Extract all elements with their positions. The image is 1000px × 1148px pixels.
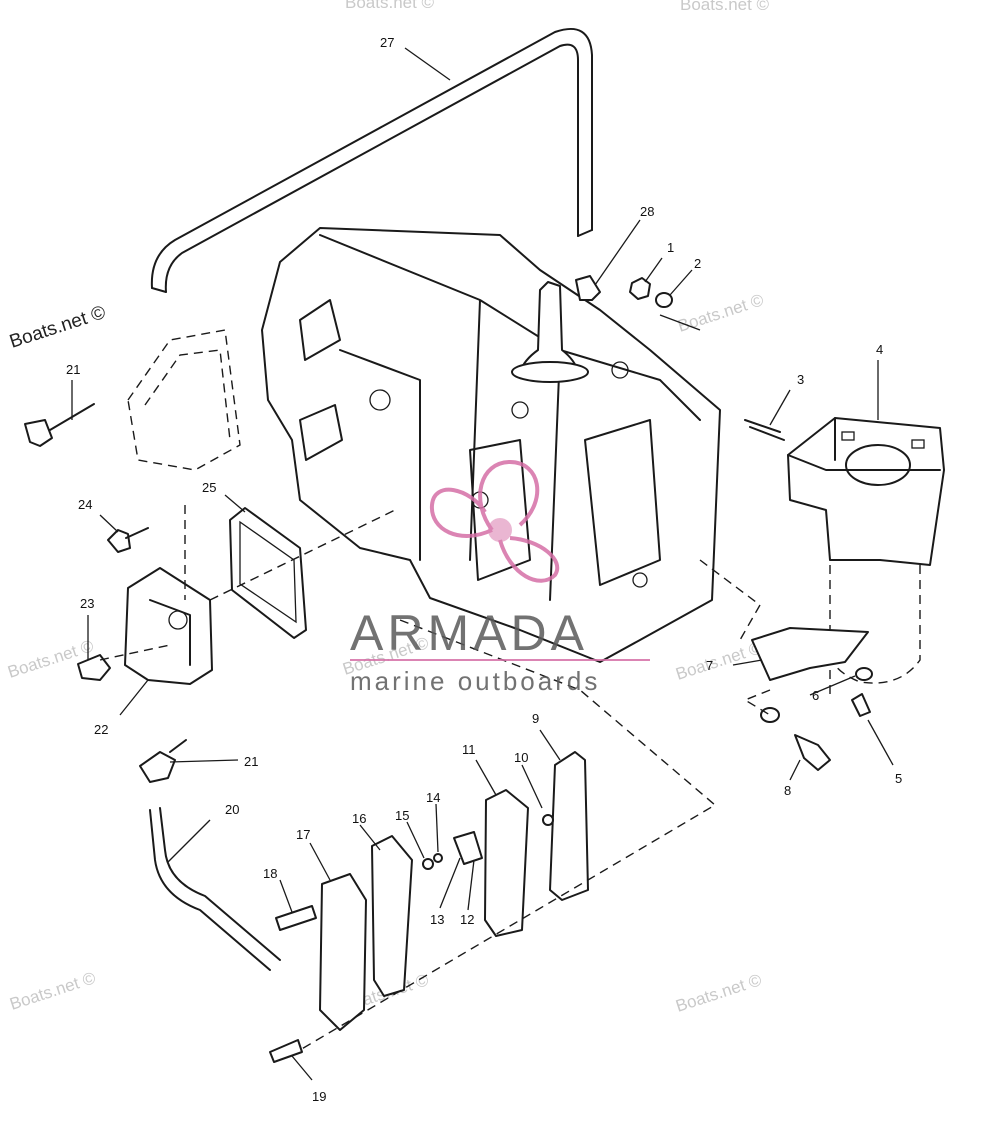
hose-27 bbox=[150, 27, 593, 293]
washer-2 bbox=[655, 292, 673, 308]
bolt-24-shank bbox=[125, 527, 149, 539]
cover-22-detail bbox=[149, 599, 191, 666]
callout-1: 1 bbox=[667, 240, 674, 255]
spring-12-13 bbox=[453, 831, 483, 865]
bolt-8 bbox=[794, 734, 831, 771]
callout-12: 12 bbox=[460, 912, 474, 927]
adapter-plate-4 bbox=[787, 417, 945, 566]
plate-9 bbox=[549, 751, 589, 901]
callout-17: 17 bbox=[296, 827, 310, 842]
watermark-text: Boats.net © bbox=[7, 968, 98, 1014]
screw-18 bbox=[275, 905, 317, 931]
watermark-text: Boats.net © bbox=[680, 0, 770, 14]
gasket-25 bbox=[229, 507, 307, 639]
fitting-21-upper bbox=[24, 403, 95, 447]
callout-21-lower: 21 bbox=[244, 754, 258, 769]
bolt-24 bbox=[107, 529, 131, 553]
callout-13: 13 bbox=[430, 912, 444, 927]
callout-4: 4 bbox=[876, 342, 883, 357]
logo-tagline: marine outboards bbox=[350, 666, 600, 696]
fitting-21-lower bbox=[139, 739, 187, 783]
callout-numbers: 27 28 1 2 3 4 21 24 25 23 22 7 6 5 8 9 1… bbox=[66, 35, 902, 1104]
powerhead-block bbox=[261, 227, 721, 663]
callout-27: 27 bbox=[380, 35, 394, 50]
nut-1 bbox=[629, 277, 651, 300]
callout-23: 23 bbox=[80, 596, 94, 611]
callout-10: 10 bbox=[514, 750, 528, 765]
bracket-7 bbox=[751, 627, 869, 681]
armada-logo: ARMADA marine outboards bbox=[350, 459, 650, 696]
callout-19: 19 bbox=[312, 1089, 326, 1104]
cover-22 bbox=[124, 567, 213, 685]
callout-16: 16 bbox=[352, 811, 366, 826]
callout-5: 5 bbox=[895, 771, 902, 786]
callout-20: 20 bbox=[225, 802, 239, 817]
cover-22-hole bbox=[168, 610, 188, 630]
callout-15: 15 bbox=[395, 808, 409, 823]
hose-20 bbox=[149, 807, 281, 971]
callout-2: 2 bbox=[694, 256, 701, 271]
screw-14 bbox=[433, 853, 443, 863]
washer-6b bbox=[760, 707, 780, 723]
gasket-dashed bbox=[127, 329, 241, 471]
gasket-25-inner bbox=[239, 520, 297, 624]
watermark-text: Boats.net © bbox=[675, 290, 766, 336]
callout-3: 3 bbox=[797, 372, 804, 387]
propeller-logo-icon bbox=[429, 459, 560, 583]
watermark-text: Boats.net © bbox=[673, 970, 764, 1016]
stud-3 bbox=[744, 419, 785, 441]
fitting-28 bbox=[575, 275, 601, 301]
watermark-text: Boats.net © bbox=[7, 302, 108, 353]
callout-18: 18 bbox=[263, 866, 277, 881]
callout-14: 14 bbox=[426, 790, 440, 805]
callout-28: 28 bbox=[640, 204, 654, 219]
callout-6: 6 bbox=[812, 688, 819, 703]
valve-23 bbox=[77, 654, 111, 681]
screw-19 bbox=[269, 1039, 303, 1063]
callout-22: 22 bbox=[94, 722, 108, 737]
plate-16 bbox=[371, 835, 413, 997]
spring-10 bbox=[542, 814, 554, 826]
callout-24: 24 bbox=[78, 497, 92, 512]
callout-21-upper: 21 bbox=[66, 362, 80, 377]
watermark-text: Boats.net © bbox=[673, 638, 764, 684]
plate-17 bbox=[319, 873, 367, 1031]
logo-brand: ARMADA bbox=[350, 605, 588, 661]
callout-25: 25 bbox=[202, 480, 216, 495]
callout-8: 8 bbox=[784, 783, 791, 798]
plate-11 bbox=[484, 789, 529, 937]
watermark-text: Boats.net © bbox=[345, 0, 435, 12]
washer-6 bbox=[855, 667, 873, 681]
leader-lines bbox=[71, 47, 894, 1081]
callout-7: 7 bbox=[706, 658, 713, 673]
screw-15 bbox=[422, 858, 434, 870]
callout-9: 9 bbox=[532, 711, 539, 726]
bolt-5 bbox=[851, 693, 871, 717]
callout-11: 11 bbox=[462, 742, 476, 757]
assembly-guides bbox=[99, 505, 771, 1051]
